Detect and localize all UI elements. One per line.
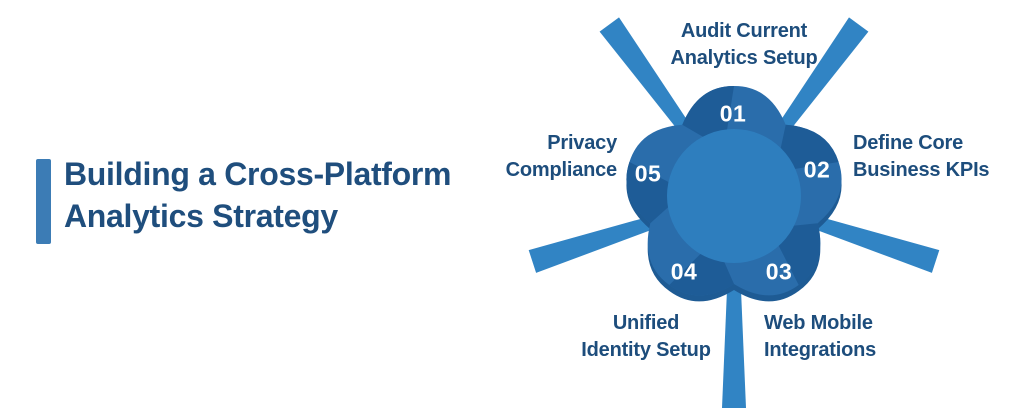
step-01-label: Audit Current Analytics Setup (634, 18, 854, 72)
step-03-number: 03 (765, 258, 793, 285)
step-05-label-line-1: Privacy (547, 132, 617, 154)
step-01-number: 01 (719, 100, 747, 127)
center-circle (667, 129, 801, 263)
page-title: Building a Cross-Platform Analytics Stra… (64, 153, 452, 237)
step-04-number: 04 (670, 258, 698, 285)
page-title-line-1: Building a Cross-Platform (64, 156, 452, 192)
step-02-label-line-2: Business KPIs (853, 159, 990, 181)
step-01-label-line-1: Audit Current (680, 20, 808, 42)
step-02-label: Define Core Business KPIs (853, 130, 1023, 184)
step-02-label-line-1: Define Core (853, 132, 964, 154)
petal-02-shade (775, 124, 839, 172)
title-accent-bar (36, 159, 51, 244)
page-title-line-2: Analytics Strategy (64, 198, 338, 234)
step-05-label-line-2: Compliance (505, 159, 618, 181)
ray-top-left-icon (599, 17, 705, 153)
ray-right-icon (787, 208, 940, 273)
ray-left-icon (528, 208, 681, 273)
step-03-label-line-2: Integrations (764, 339, 877, 361)
step-05-label: Privacy Compliance (467, 130, 618, 184)
step-04-label-line-1: Unified (612, 312, 680, 334)
step-04-label: Unified Identity Setup (546, 310, 746, 364)
petal-05-shade (626, 162, 687, 224)
ray-top-right-icon (763, 17, 869, 153)
step-05-number: 05 (634, 160, 662, 187)
step-04-label-line-2: Identity Setup (581, 339, 711, 361)
step-02-number: 02 (803, 156, 831, 183)
step-03-label-line-1: Web Mobile (764, 312, 873, 334)
step-01-label-line-2: Analytics Setup (670, 47, 818, 69)
step-03-label: Web Mobile Integrations (764, 310, 934, 364)
